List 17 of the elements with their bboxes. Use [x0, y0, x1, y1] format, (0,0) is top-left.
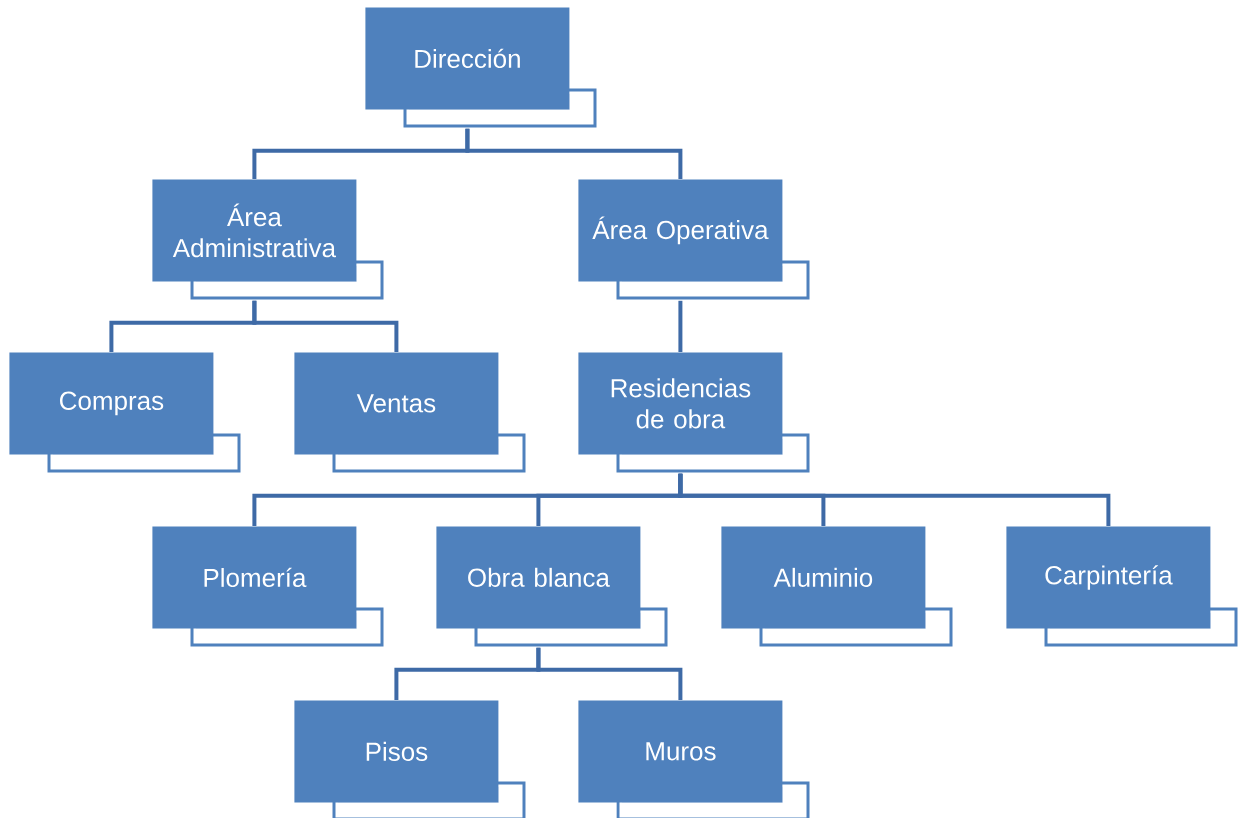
connector — [536, 647, 683, 700]
org-box: Área Administrativa — [152, 179, 384, 300]
connector — [678, 473, 1111, 526]
org-box: Área Operativa — [578, 179, 810, 300]
org-box: Compras — [9, 352, 241, 473]
org-box: Dirección — [365, 7, 597, 128]
org-box: Residencias de obra — [578, 352, 810, 473]
org-box: Plomería — [152, 526, 384, 647]
org-box: Pisos — [294, 700, 526, 818]
org-box: Aluminio — [721, 526, 953, 647]
org-box: Ventas — [294, 352, 526, 473]
connector — [465, 128, 683, 179]
connector — [678, 300, 683, 352]
connector — [252, 300, 399, 352]
org-box: Obra blanca — [436, 526, 668, 647]
org-box: Carpintería — [1006, 526, 1238, 647]
org-box: Muros — [578, 700, 810, 818]
